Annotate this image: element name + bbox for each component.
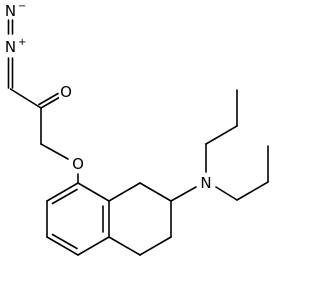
bond-ar-1 (46, 182, 79, 202)
bond-sat-5 (108, 236, 141, 256)
chemical-structure: N − N + O O N (5, 1, 269, 256)
bond-ch-c (9, 88, 42, 109)
bond-ar-inner-1 (51, 188, 78, 205)
bond-ch2-o (40, 143, 69, 160)
bonds (7, 19, 269, 256)
bond-sat-2 (139, 182, 172, 202)
bond-propyl1-2 (205, 125, 238, 145)
bond-c-n (170, 186, 197, 202)
atom-label: O (72, 155, 84, 173)
amine-nitrogen: N (198, 173, 214, 192)
ether-oxygen: O (70, 154, 86, 173)
atom-label: N (5, 38, 16, 56)
charge-label: + (18, 37, 26, 48)
bond-propyl2-1 (215, 186, 238, 201)
bond-sat-4 (139, 236, 172, 256)
diazo-central-nitrogen: N + (5, 37, 27, 56)
bond-propyl2-2 (236, 181, 269, 201)
atom-label: N (5, 2, 16, 20)
diazo-terminal-nitrogen: N − (5, 1, 27, 20)
atom-label: O (60, 83, 72, 101)
atoms: N − N + O O N (5, 1, 214, 192)
carbonyl-oxygen: O (59, 83, 73, 101)
bond-ar-3 (46, 236, 79, 256)
bond-ar-inner-2 (51, 233, 78, 250)
bond-ar-4 (77, 236, 110, 256)
bond-sat-1 (108, 182, 141, 202)
atom-label: N (200, 174, 211, 192)
bond-ar-6 (77, 182, 110, 202)
bond-carbonyl-2 (38, 92, 59, 106)
bond-carbonyl-1 (40, 96, 61, 109)
charge-label: − (18, 1, 26, 12)
